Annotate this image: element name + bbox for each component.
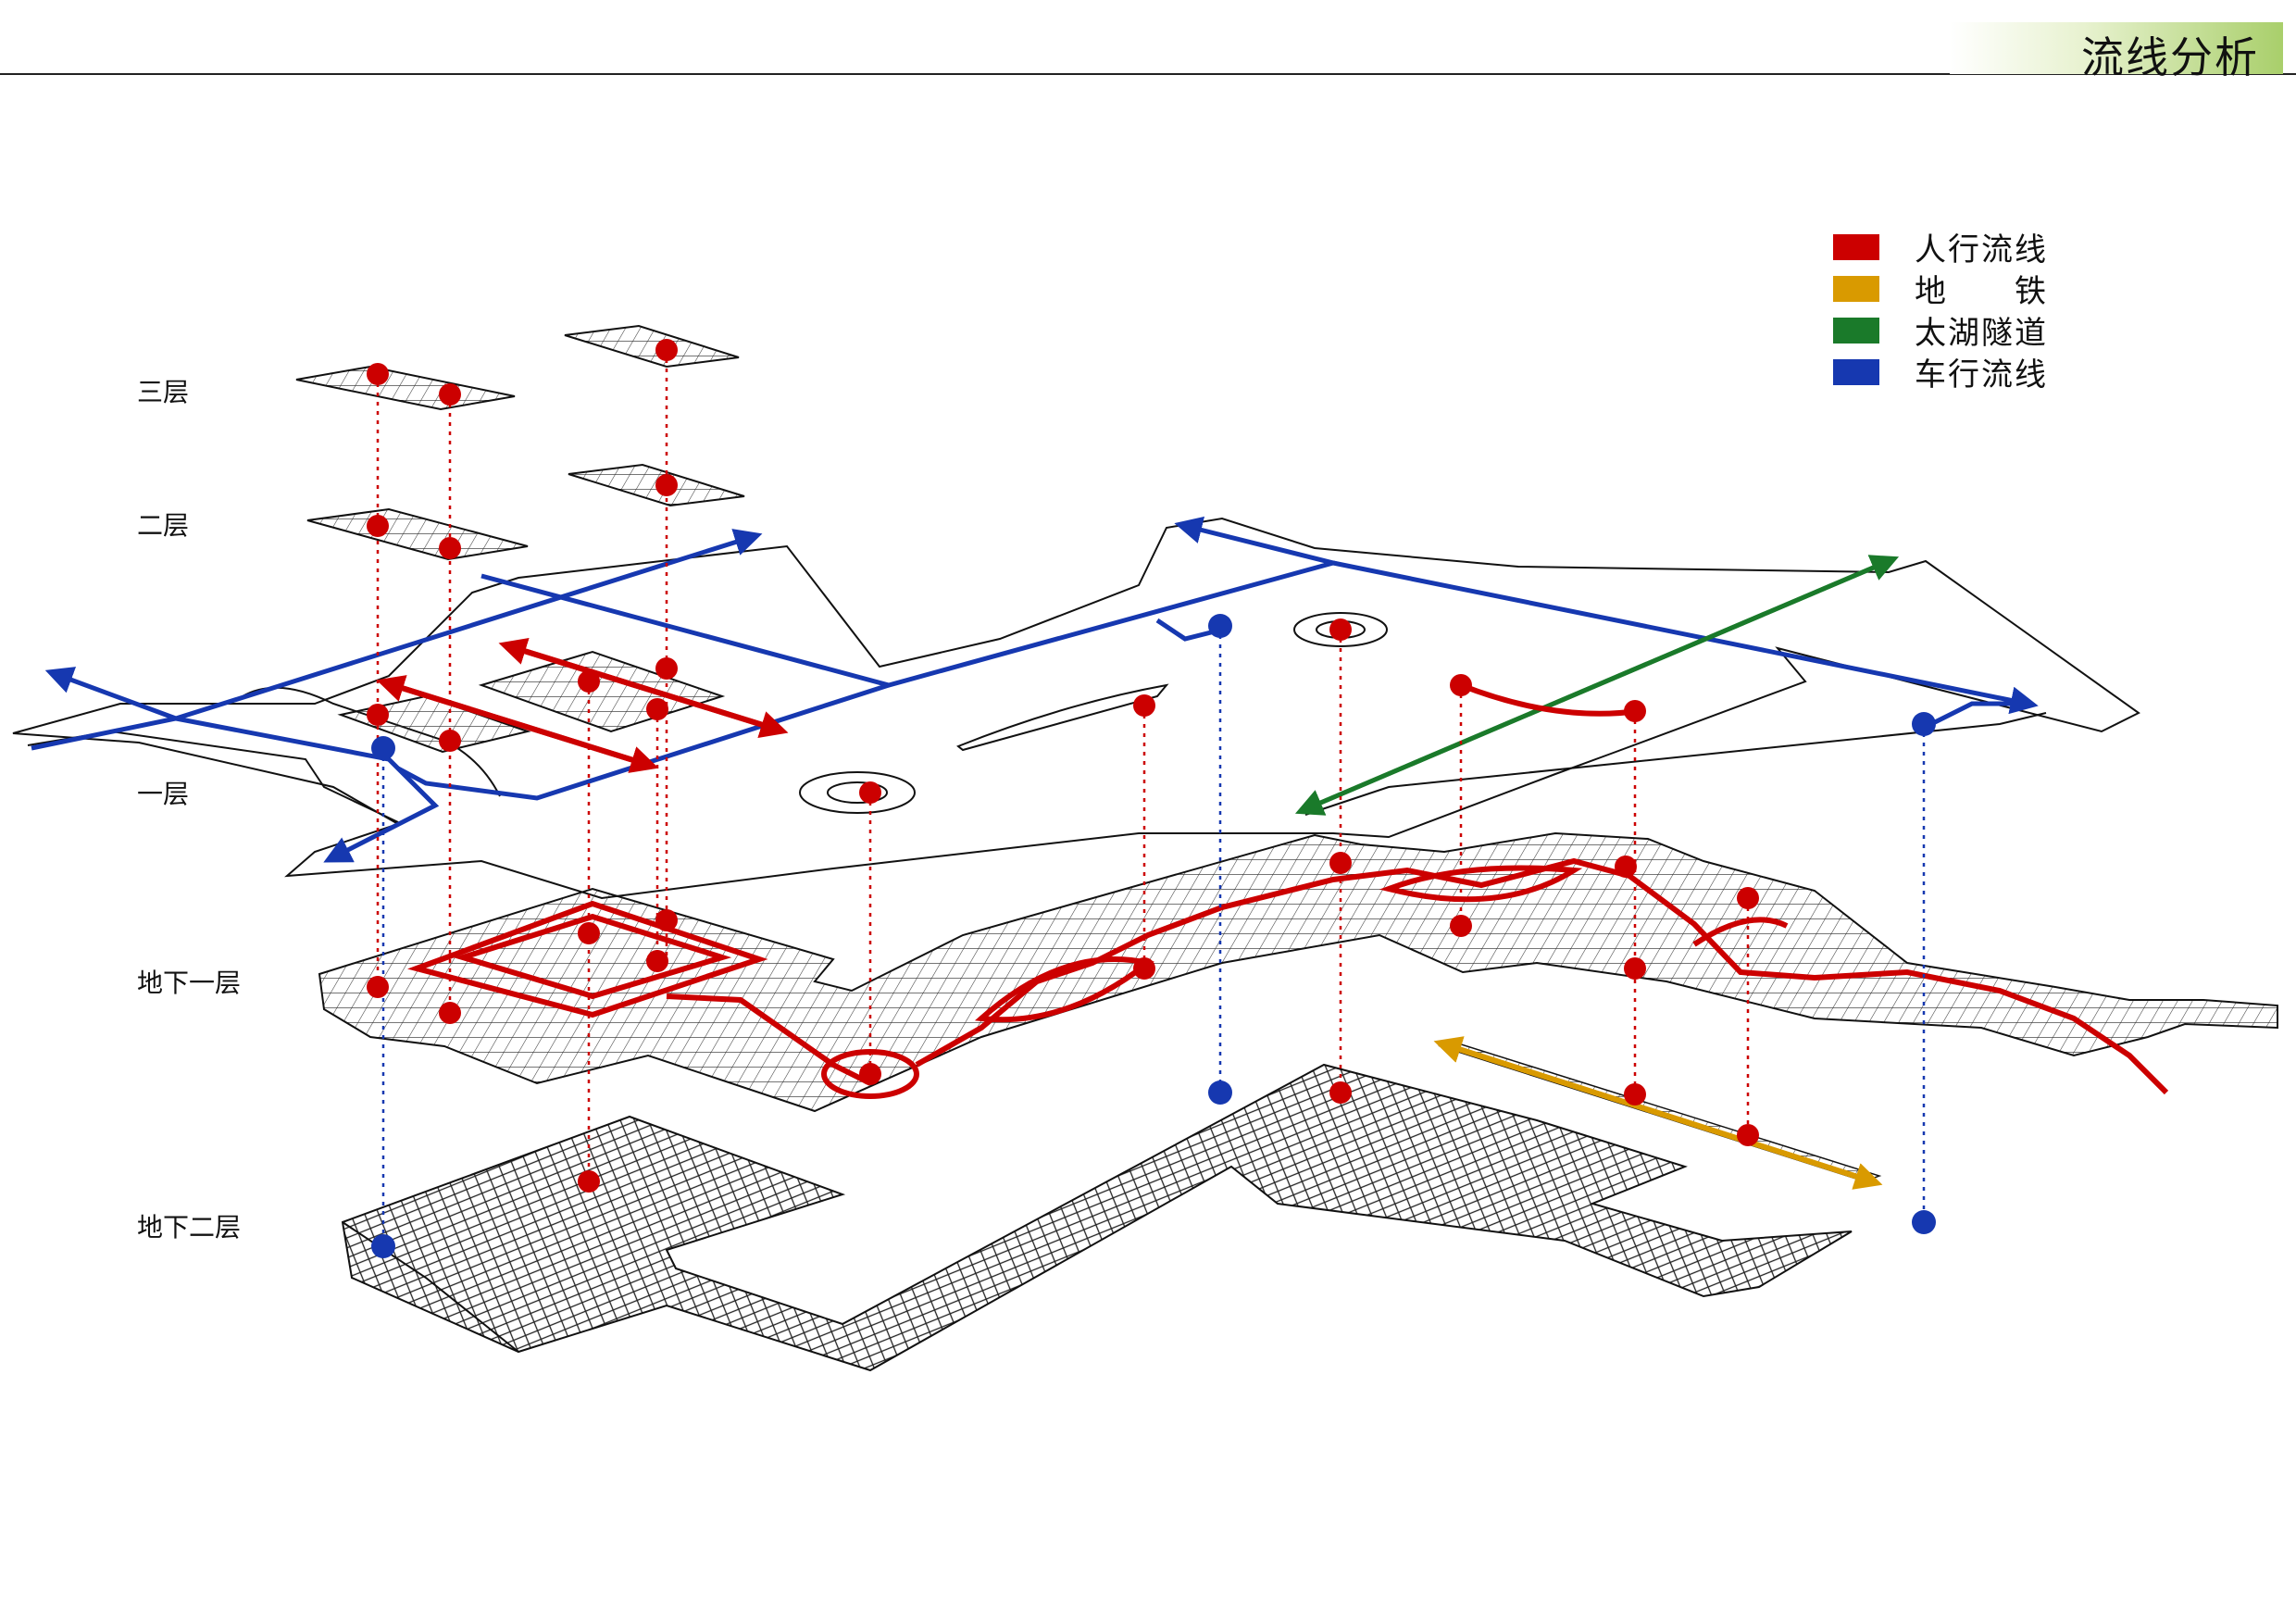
legend-item-vehicle: 车行流线	[1833, 351, 2048, 394]
page-title: 流线分析	[2081, 32, 2259, 82]
basement-2-plate	[341, 1063, 1853, 1372]
vehicle-nodes	[371, 614, 1936, 1258]
level-label-2f: 二层	[137, 510, 190, 541]
vehicle-flow-lines	[31, 516, 2039, 863]
legend-swatch	[1833, 358, 1879, 385]
legend-item-metro: 地 铁	[1833, 268, 2048, 310]
header-divider	[0, 73, 2296, 75]
legend-swatch	[1833, 233, 1879, 260]
legend-swatch	[1833, 317, 1879, 344]
basement-1-plate	[318, 831, 2278, 1113]
pedestrian-nodes	[367, 339, 1759, 1193]
legend: 人行流线 地 铁 太湖隧道 车行流线	[1833, 226, 2048, 394]
ground-floor-plate	[12, 517, 2140, 900]
legend-label: 人行流线	[1915, 231, 2048, 269]
level-label-b2: 地下二层	[137, 1212, 242, 1243]
legend-label: 车行流线	[1915, 356, 2048, 394]
metro-line	[1433, 1036, 1883, 1190]
floor-3-plates	[295, 324, 740, 411]
legend-swatch	[1833, 275, 1879, 302]
title-banner	[1950, 22, 2283, 74]
legend-label: 太湖隧道	[1915, 315, 2048, 352]
legend-label: 地 铁	[1915, 273, 2048, 310]
legend-item-pedestrian: 人行流线	[1833, 226, 2048, 269]
pedestrian-flow-ground	[376, 638, 1640, 773]
legend-item-tunnel: 太湖隧道	[1833, 309, 2048, 352]
vertical-connectors-blue	[381, 626, 1926, 1246]
floor-2-plates	[306, 463, 745, 561]
tunnel-flow-line	[1294, 555, 1900, 816]
level-label-b1: 地下一层	[137, 968, 242, 998]
level-label-1f: 一层	[137, 779, 190, 809]
level-label-3f: 三层	[137, 377, 190, 407]
